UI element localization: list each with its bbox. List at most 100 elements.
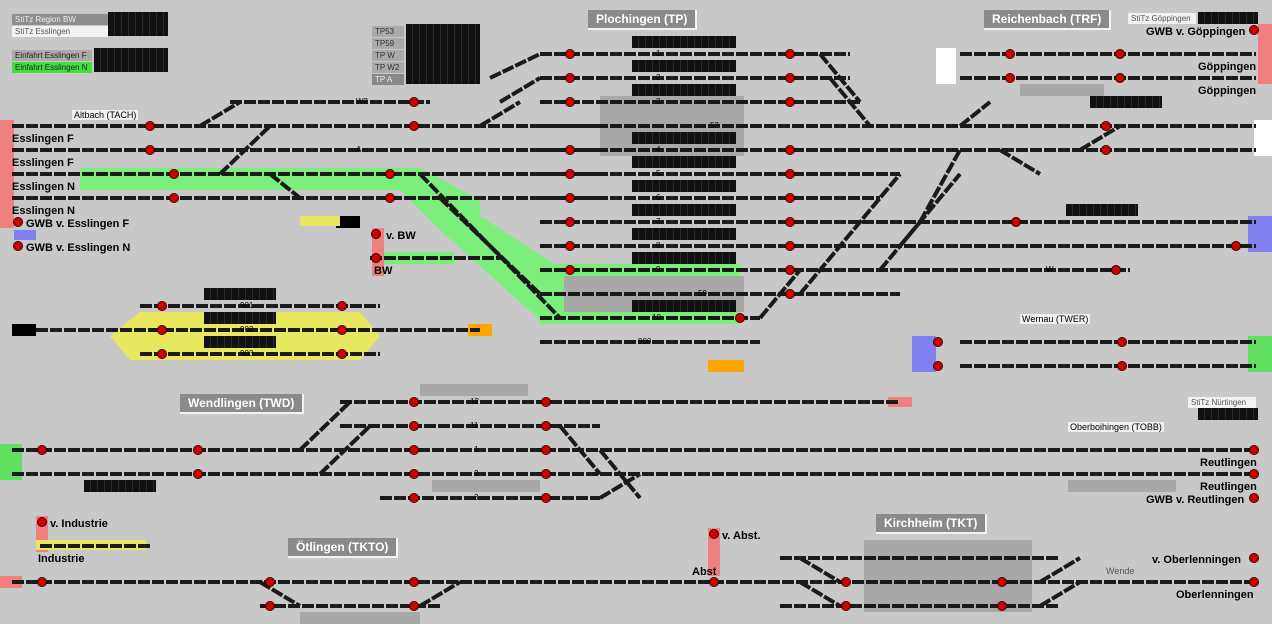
signal-icon[interactable] <box>933 337 943 347</box>
station-wernau[interactable]: Wernau (TWER) <box>1020 314 1091 324</box>
signal-icon[interactable] <box>1231 241 1241 251</box>
signal-icon[interactable] <box>565 145 575 155</box>
signal-icon[interactable] <box>1249 553 1259 563</box>
station-reichenbach[interactable]: Reichenbach (TRF) <box>984 10 1112 30</box>
signal-icon[interactable] <box>785 289 795 299</box>
signal-icon[interactable] <box>409 445 419 455</box>
station-oberboihingen[interactable]: Oberboihingen (TOBB) <box>1068 422 1164 432</box>
station-plochingen[interactable]: Plochingen (TP) <box>588 10 698 30</box>
signal-icon[interactable] <box>37 445 47 455</box>
signal-icon[interactable] <box>145 121 155 131</box>
signal-icon[interactable] <box>385 169 395 179</box>
signal-icon[interactable] <box>145 145 155 155</box>
track-segment[interactable] <box>438 196 542 296</box>
signal-icon[interactable] <box>37 577 47 587</box>
signal-icon[interactable] <box>409 97 419 107</box>
signal-icon[interactable] <box>337 325 347 335</box>
signal-icon[interactable] <box>709 529 719 539</box>
signal-icon[interactable] <box>1005 73 1015 83</box>
legend-goeppingen[interactable]: StiTz Göppingen <box>1128 13 1196 24</box>
signal-icon[interactable] <box>157 325 167 335</box>
signal-icon[interactable] <box>1111 265 1121 275</box>
signal-icon[interactable] <box>1101 121 1111 131</box>
track-segment[interactable] <box>258 580 302 608</box>
station-kirchheim[interactable]: Kirchheim (TKT) <box>876 514 988 534</box>
track-segment[interactable] <box>418 580 462 608</box>
signal-icon[interactable] <box>541 445 551 455</box>
track-segment[interactable] <box>798 556 842 584</box>
signal-icon[interactable] <box>785 73 795 83</box>
signal-icon[interactable] <box>785 145 795 155</box>
tp-box-tpa[interactable]: TP A <box>372 74 404 85</box>
track-segment[interactable] <box>598 448 642 500</box>
track-segment[interactable] <box>298 400 352 452</box>
signal-icon[interactable] <box>409 577 419 587</box>
signal-icon[interactable] <box>265 601 275 611</box>
station-wendlingen[interactable]: Wendlingen (TWD) <box>180 394 305 414</box>
signal-icon[interactable] <box>565 241 575 251</box>
signal-icon[interactable] <box>541 397 551 407</box>
signal-icon[interactable] <box>541 469 551 479</box>
signal-icon[interactable] <box>409 601 419 611</box>
signal-icon[interactable] <box>1117 337 1127 347</box>
signal-icon[interactable] <box>565 265 575 275</box>
track-segment[interactable] <box>798 580 842 608</box>
signal-icon[interactable] <box>1249 493 1259 503</box>
track-segment[interactable] <box>418 172 562 320</box>
tp-box-tp59[interactable]: TP59 <box>372 38 404 49</box>
signal-icon[interactable] <box>1249 577 1259 587</box>
signal-icon[interactable] <box>841 577 851 587</box>
signal-icon[interactable] <box>785 217 795 227</box>
signal-icon[interactable] <box>565 73 575 83</box>
signal-icon[interactable] <box>541 493 551 503</box>
signal-icon[interactable] <box>337 301 347 311</box>
signal-icon[interactable] <box>409 121 419 131</box>
station-altbach[interactable]: Altbach (TACH) <box>72 110 139 120</box>
signal-icon[interactable] <box>1249 25 1259 35</box>
signal-icon[interactable] <box>193 469 203 479</box>
signal-icon[interactable] <box>735 313 745 323</box>
tp-box-tpw[interactable]: TP W <box>372 50 404 61</box>
signal-icon[interactable] <box>785 169 795 179</box>
signal-icon[interactable] <box>785 241 795 251</box>
signal-icon[interactable] <box>409 397 419 407</box>
signal-icon[interactable] <box>997 577 1007 587</box>
signal-icon[interactable] <box>1249 469 1259 479</box>
signal-icon[interactable] <box>385 193 395 203</box>
signal-icon[interactable] <box>541 421 551 431</box>
legend-esslingen[interactable]: StiTz Esslingen <box>12 26 108 37</box>
track-segment[interactable] <box>498 76 542 104</box>
station-oetlingen[interactable]: Ötlingen (TKTO) <box>288 538 399 558</box>
signal-icon[interactable] <box>785 49 795 59</box>
track-segment[interactable] <box>598 472 642 500</box>
track-segment[interactable] <box>558 424 602 476</box>
track-segment[interactable] <box>998 148 1042 176</box>
signal-icon[interactable] <box>337 349 347 359</box>
signal-icon[interactable] <box>13 217 23 227</box>
legend-nuertingen[interactable]: StiTz Nürtingen <box>1188 397 1256 408</box>
signal-icon[interactable] <box>265 577 275 587</box>
track-segment[interactable] <box>1078 124 1122 152</box>
signal-icon[interactable] <box>565 193 575 203</box>
signal-icon[interactable] <box>1011 217 1021 227</box>
track-segment[interactable] <box>198 100 242 128</box>
signal-icon[interactable] <box>37 517 47 527</box>
signal-icon[interactable] <box>371 253 381 263</box>
signal-icon[interactable] <box>565 97 575 107</box>
signal-icon[interactable] <box>1115 73 1125 83</box>
track-segment[interactable] <box>818 52 862 104</box>
legend-einfahrt-f[interactable]: Einfahrt Esslingen F <box>12 50 92 61</box>
signal-icon[interactable] <box>709 577 719 587</box>
signal-icon[interactable] <box>565 169 575 179</box>
signal-icon[interactable] <box>1101 145 1111 155</box>
signal-icon[interactable] <box>785 265 795 275</box>
track-segment[interactable] <box>478 100 522 128</box>
signal-icon[interactable] <box>157 349 167 359</box>
signal-icon[interactable] <box>565 217 575 227</box>
signal-icon[interactable] <box>1117 361 1127 371</box>
signal-icon[interactable] <box>785 97 795 107</box>
track-segment[interactable] <box>1038 556 1082 584</box>
signal-icon[interactable] <box>193 445 203 455</box>
signal-icon[interactable] <box>157 301 167 311</box>
signal-icon[interactable] <box>13 241 23 251</box>
